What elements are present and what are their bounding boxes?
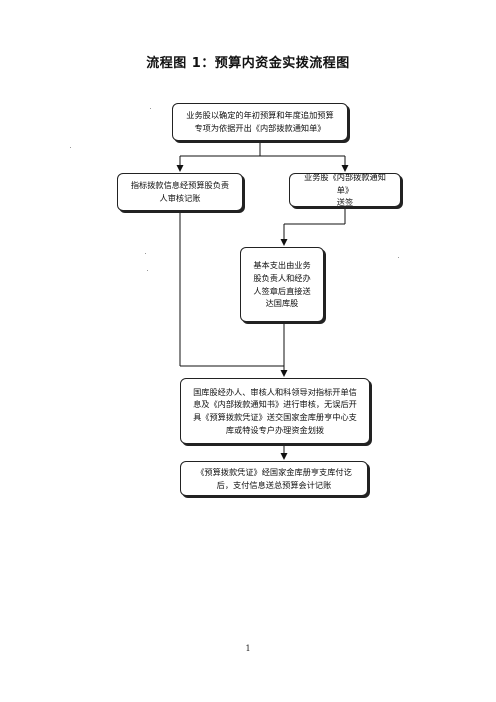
speck [147,270,148,271]
speck [150,108,151,109]
page-title: 流程图 1：预算内资金实拨流程图 [146,56,350,71]
flow-node-issue-notice: 业务股以确定的年初预算和年度追加预算 专项为依据开出《内部拨款通知单》 [172,103,348,141]
speck [145,253,146,254]
flow-node-budget-review: 指标拨款信息经预算股负责 人审核记账 [117,173,243,211]
flow-node-payment-record: 《预算拨款凭证》经国家金库册亨支库付讫 后，支付信息送总预算会计记账 [180,461,368,496]
flow-node-treasury-review: 国库股经办人、审核人和科领导对指标开单信 息及《内部拨款通知书》进行审核，无误后… [180,378,370,444]
speck [398,257,399,258]
speck [70,147,71,148]
flow-node-notice-signoff: 业务股《内部拨款通知单》 送签 [289,172,401,207]
flow-node-basic-expense: 基本支出由业务 股负责人和经办 人签章后直接送 达国库股 [240,247,324,322]
page-number: 1 [245,644,251,653]
